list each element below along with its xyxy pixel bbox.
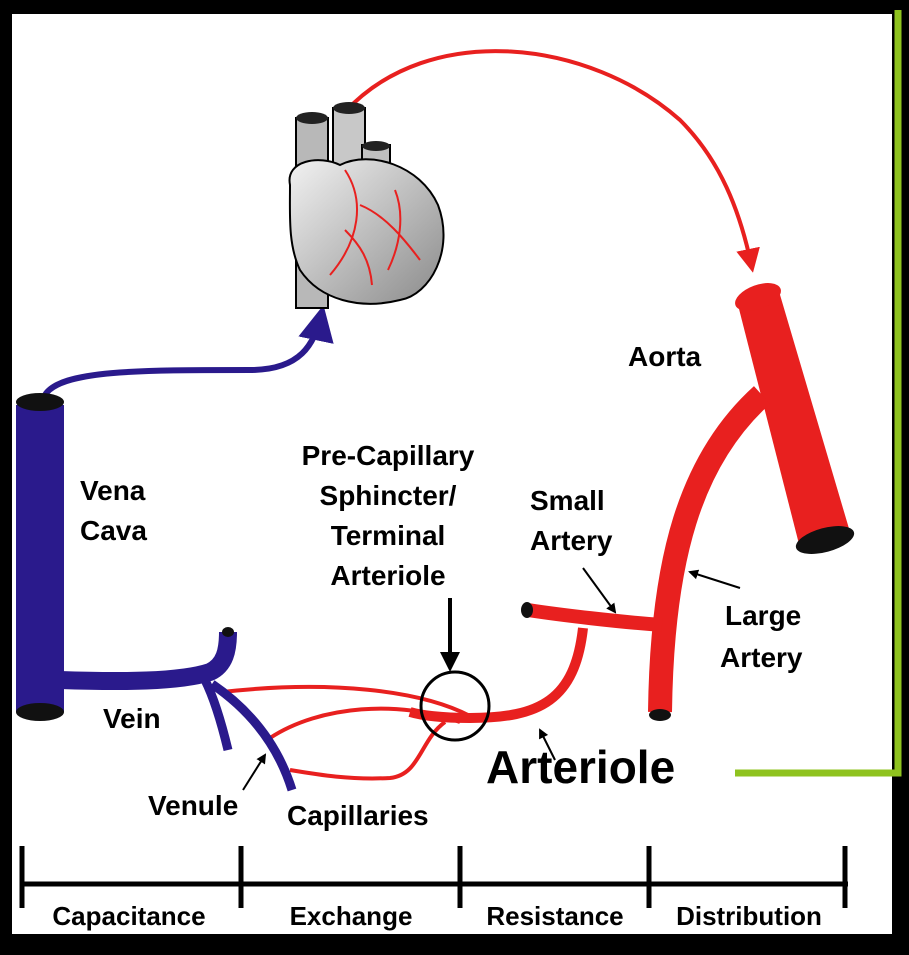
scale-label-resistance: Resistance xyxy=(486,901,623,931)
pre-capillary-label-2: Sphincter/ xyxy=(320,480,457,511)
pre-capillary-label-4: Arteriole xyxy=(330,560,445,591)
aorta-label: Aorta xyxy=(628,341,702,372)
arteriole-label: Arteriole xyxy=(486,741,675,793)
capillaries-label: Capillaries xyxy=(287,800,429,831)
small-artery-label-2: Artery xyxy=(530,525,613,556)
pre-capillary-label-3: Terminal xyxy=(331,520,446,551)
vena-cava-label-1: Vena xyxy=(80,475,146,506)
venule-label: Venule xyxy=(148,790,238,821)
large-artery-label-1: Large xyxy=(725,600,801,631)
large-artery-label-2: Artery xyxy=(720,642,803,673)
small-artery-label-1: Small xyxy=(530,485,605,516)
diagram-panel xyxy=(12,14,892,934)
pre-capillary-label-1: Pre-Capillary xyxy=(302,440,475,471)
scale-label-capacitance: Capacitance xyxy=(52,901,205,931)
vena-cava-vessel xyxy=(16,393,64,721)
scale-label-exchange: Exchange xyxy=(290,901,413,931)
vein-label: Vein xyxy=(103,703,161,734)
scale-label-distribution: Distribution xyxy=(676,901,822,931)
vena-cava-label-2: Cava xyxy=(80,515,147,546)
